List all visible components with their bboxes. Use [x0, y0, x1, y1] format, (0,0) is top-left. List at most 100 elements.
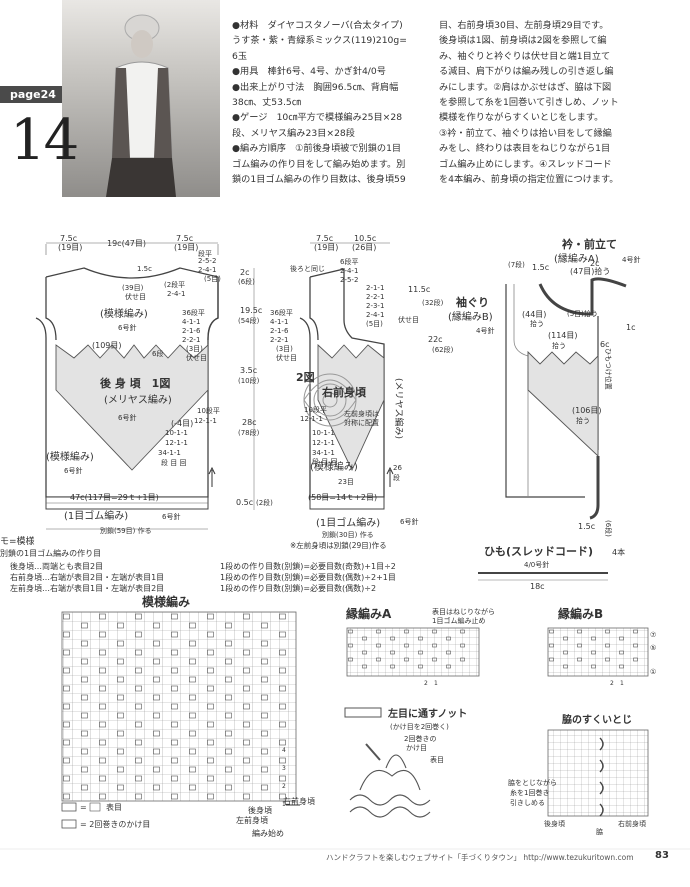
stitch-symbols — [63, 613, 286, 800]
diagram-label: 右前身頃 — [618, 819, 646, 828]
step-label: 伏せ目 — [186, 353, 207, 362]
needle-label: 4号針 — [622, 255, 640, 264]
stitch-symbol — [243, 739, 250, 746]
step-label: 2-3-1 — [366, 302, 384, 310]
stitch-symbol — [171, 721, 178, 728]
chart-num: ⑤ — [650, 644, 656, 652]
spec-line: ●材料 ダイヤコスタノーバ(合太タイプ) — [232, 20, 403, 31]
stitch-symbol — [261, 712, 268, 719]
stitch-symbol — [243, 649, 250, 656]
note-label: 脇をとじながら — [508, 778, 557, 787]
step-label: 2-2-1 — [182, 336, 200, 344]
note-label: 表目はねじりながら — [432, 607, 495, 616]
hem-label: 47c(117目=29ｔ+1目) — [70, 493, 159, 502]
stitch-symbol — [279, 649, 286, 656]
stitch-symbol — [633, 643, 638, 648]
stitch-symbol — [135, 631, 142, 638]
stitch-symbol — [243, 757, 250, 764]
stitch-symbol — [432, 657, 437, 662]
stitch-symbol — [591, 650, 596, 655]
rib-notes: モ=模様 別鎖の1目ゴム編みの作り目 後身頃…両端とも表目2目 右前身頃…右端が… — [0, 535, 396, 593]
note-label: ※左前身頃は別鎖(29目)作る — [290, 540, 387, 550]
chart-num: 1 — [282, 801, 286, 808]
stitch-symbol — [171, 613, 178, 620]
stitch-symbol — [135, 649, 142, 656]
page-number: 83 — [655, 850, 669, 861]
dim-label: (26目) — [352, 243, 376, 252]
step-label: 2-5-2 — [198, 257, 216, 265]
stitch-symbol — [171, 757, 178, 764]
note-label: 1段めの作り目数(別鎖)=必要目数(偶数)÷2+1目 — [220, 572, 396, 582]
stitch-symbol — [243, 667, 250, 674]
stitch-symbol — [279, 775, 286, 782]
stitch-symbol — [135, 703, 142, 710]
materials-spec: ●材料 ダイヤコスタノーバ(合太タイプ) うす茶・紫・青緑系ミックス(119)2… — [232, 18, 434, 187]
dim-label: 2c — [240, 268, 250, 277]
stitch-symbol — [81, 748, 88, 755]
step-label: 段平 — [198, 249, 212, 258]
dim-label: 18c — [530, 582, 545, 591]
cord-diagram: ひも(スレッドコード) 4本 4/0号針 18c — [478, 545, 625, 591]
piece-title: 衿・前立て — [562, 237, 617, 251]
stitch-symbol — [376, 629, 381, 634]
hem-label: (58目=14ｔ+2目) — [308, 493, 377, 502]
stitch-symbol — [189, 730, 196, 737]
stitch-symbol — [261, 694, 268, 701]
chart-num: ⑦ — [650, 631, 656, 639]
stitch-symbol — [99, 631, 106, 638]
stitch-symbol — [135, 721, 142, 728]
stitch-symbol — [549, 629, 554, 634]
dim-label: (6段) — [604, 520, 613, 537]
piece-subtitle: (縁編みB) — [448, 310, 493, 323]
stitch-symbol — [63, 757, 70, 764]
stitch-symbol — [99, 775, 106, 782]
stitch-ornament — [303, 373, 357, 427]
step-label: 4-1-1 — [182, 318, 200, 326]
stitch-symbol — [261, 676, 268, 683]
proc-line: みをし、終わりは表目をねじりながら1目 — [439, 143, 611, 155]
dim-label: (19目) — [314, 243, 338, 252]
dim-label: 10.5c — [354, 234, 376, 243]
dim-label: 1.5c — [532, 263, 549, 272]
stitch-symbol — [81, 784, 88, 791]
stitch-symbol — [225, 766, 232, 773]
note-label: 左前身頃は — [344, 409, 379, 418]
dim-label: (54段) — [238, 316, 260, 325]
stitch-symbol — [153, 622, 160, 629]
dim-label: (10段) — [238, 376, 260, 385]
stitch-symbol — [432, 629, 437, 634]
step-label: 2-4-1 — [366, 311, 384, 319]
chart-title: 縁編みA — [346, 606, 392, 621]
stitch-symbol — [99, 793, 106, 800]
spec-line: 段、メリヤス編み23目×28段 — [232, 127, 355, 139]
stitch-symbol — [390, 650, 395, 655]
note-label: 対称に配置 — [344, 418, 379, 427]
stitch-symbol — [261, 730, 268, 737]
step-label: (2段平 — [164, 280, 185, 289]
stitch-symbol — [117, 676, 124, 683]
stitch-symbol — [619, 636, 624, 641]
pattern-chart: 模様編み 4 3 2 1 後身頃 右前身頃 左前身頃 編み始め = 表目 = 2… — [61, 594, 315, 838]
step-label: 2-1-6 — [270, 327, 289, 335]
spec-line: ●出来上がり寸法 胸囲96.5㎝、背肩幅 — [232, 81, 399, 93]
diagram-label: かけ目 — [406, 744, 427, 752]
step-label: 34-1-1 — [312, 449, 335, 457]
dim-label: 拾う — [576, 416, 590, 425]
stitch-symbol — [225, 622, 232, 629]
stitch-symbol — [348, 629, 353, 634]
stitch-symbol — [135, 775, 142, 782]
chart-title: 模様編み — [142, 594, 190, 609]
stitch-symbols — [549, 629, 638, 669]
stitch-symbol — [189, 640, 196, 647]
note-label: 右前身頃…右端が表目2目・左端が表目1目 — [10, 572, 164, 582]
stitch-symbol — [207, 613, 214, 620]
stitch-symbol — [63, 649, 70, 656]
chart-label: 右前身頃 — [283, 796, 315, 806]
diagram-subtitle: (かけ目を2回巻く) — [390, 722, 449, 731]
stitch-symbol — [153, 766, 160, 773]
note-label: 別鎖の1目ゴム編みの作り目 — [0, 548, 101, 558]
step-label: (5目) — [366, 320, 383, 328]
note-label: 左前身頃…右端が表目1目・左端が表目2目 — [10, 583, 164, 593]
dim-label: 1c — [626, 323, 636, 332]
stitch-symbol — [549, 657, 554, 662]
